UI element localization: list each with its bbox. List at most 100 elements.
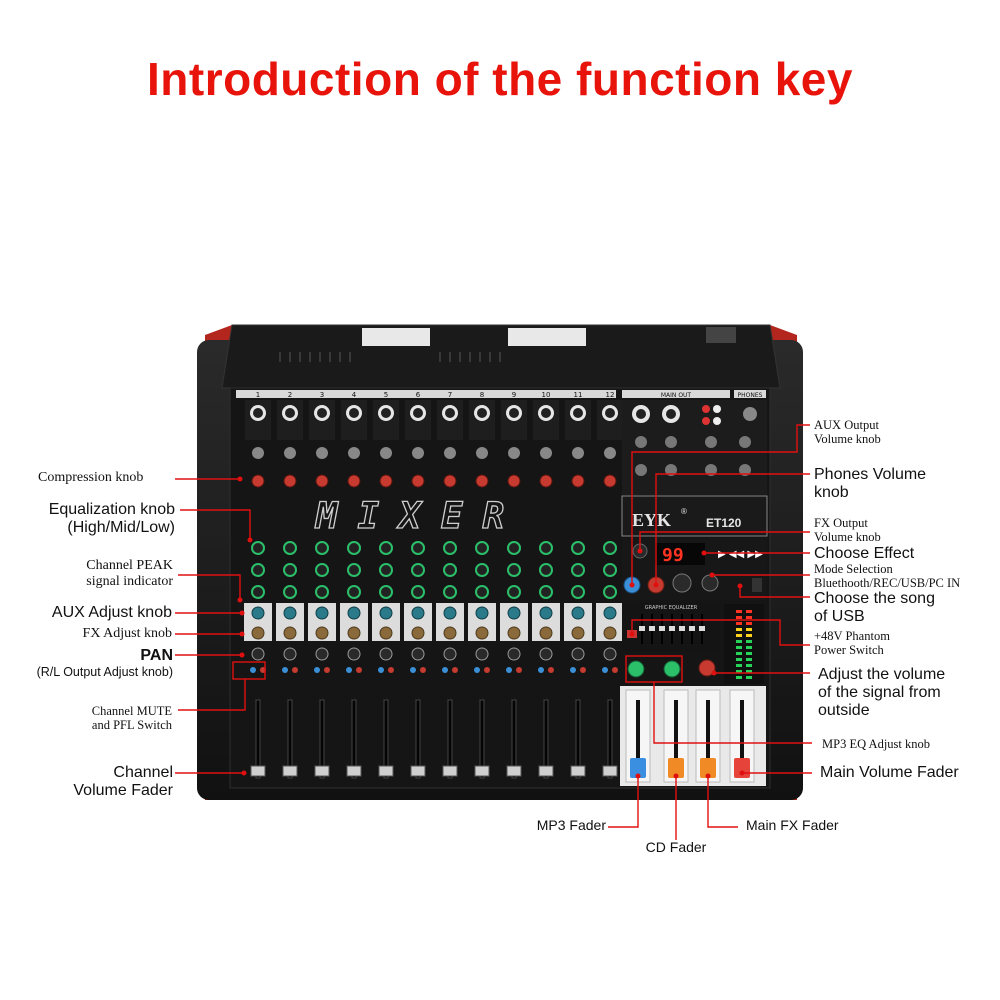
fx-knob — [251, 626, 265, 640]
meter-led — [746, 616, 752, 619]
eq-knob — [475, 563, 489, 577]
mute-switch — [442, 667, 448, 673]
transport-icons: ▶ ◀◀ ▶▶ — [718, 549, 763, 560]
eq-knob — [507, 563, 521, 577]
channel-fader-cap — [474, 765, 490, 777]
eq-knob — [379, 563, 393, 577]
fx-knob — [539, 626, 553, 640]
eq-knob — [347, 563, 361, 577]
pfl-switch — [324, 667, 330, 673]
channel-strip: 9 — [500, 391, 528, 779]
channel-number: 9 — [512, 391, 516, 399]
eq-knob — [315, 585, 329, 599]
pfl-switch — [484, 667, 490, 673]
pfl-switch — [452, 667, 458, 673]
eq-knob — [443, 541, 457, 555]
mute-switch — [410, 667, 416, 673]
main-xlr-outs — [632, 405, 680, 423]
label-mode-line1: Mode Selection — [814, 562, 893, 576]
rear-panel — [221, 324, 781, 389]
fader-track — [255, 699, 261, 779]
mute-switch — [282, 667, 288, 673]
mute-switch — [570, 667, 576, 673]
compression-knob — [283, 474, 297, 488]
xlr-jack-inner — [381, 408, 391, 418]
compression-knob — [475, 474, 489, 488]
main-out-text: MAIN OUT — [661, 392, 692, 399]
pfl-switch — [516, 667, 522, 673]
eq-knob — [411, 585, 425, 599]
eq-knob — [411, 563, 425, 577]
pan-knob — [539, 647, 553, 661]
rear-label-2 — [508, 328, 586, 346]
channel-fader-cap — [538, 765, 554, 777]
meter-led — [746, 628, 752, 631]
aux-output-knob-panel — [623, 576, 641, 594]
brand-model: ET120 — [706, 516, 742, 530]
fx-knob — [411, 626, 425, 640]
channel-strip: 7 — [436, 391, 464, 779]
meter-led — [746, 622, 752, 625]
handle — [706, 327, 736, 343]
label-phones-volume: Phones Volume knob — [814, 466, 926, 502]
mute-switch — [506, 667, 512, 673]
line-jack — [604, 447, 616, 459]
fader-track — [543, 699, 549, 779]
label-aux-output: AUX Output Volume knob — [814, 418, 881, 446]
pan-knob — [283, 647, 297, 661]
xlr-jack-inner — [445, 408, 455, 418]
label-mp3-fader: MP3 Fader — [536, 817, 606, 833]
label-equalization: Equalization knob (High/Mid/Low) — [20, 501, 175, 537]
compression-knob — [347, 474, 361, 488]
aux-knob — [443, 606, 457, 620]
label-channel-fader: Channel Volume Fader — [20, 764, 173, 800]
phantom-switch — [627, 630, 637, 638]
eq-knob — [571, 585, 585, 599]
label-aux-output-line2: Volume knob — [814, 432, 881, 446]
channel-fader-cap — [378, 765, 394, 777]
mute-switch — [314, 667, 320, 673]
line-jack — [540, 447, 552, 459]
label-song-line1: Choose the song — [814, 590, 935, 607]
line-jack — [380, 447, 392, 459]
eq-label: GRAPHIC EQUALIZER — [645, 605, 698, 611]
label-fader-line1: Channel — [113, 764, 173, 781]
eq-knob — [475, 541, 489, 555]
meter-led — [746, 676, 752, 679]
compression-knob — [315, 474, 329, 488]
channel-fader-cap — [442, 765, 458, 777]
label-pan-line2: (R/L Output Adjust knob) — [36, 664, 173, 679]
pan-knob — [571, 647, 585, 661]
label-fx-adjust: FX Adjust knob — [82, 626, 172, 641]
aux-knob — [411, 606, 425, 620]
label-equalization-line1: Equalization knob — [48, 501, 175, 518]
phones-jack — [743, 407, 757, 421]
aux-knob — [571, 606, 585, 620]
eq-knob — [507, 541, 521, 555]
channel-strip: 8 — [468, 391, 496, 779]
label-mp3-eq: MP3 EQ Adjust knob — [822, 737, 931, 751]
fader-track — [511, 699, 517, 779]
eq-knob — [411, 541, 425, 555]
fx-knob — [347, 626, 361, 640]
eq-knob — [283, 585, 297, 599]
label-adjust-volume: Adjust the volume of the signal from out… — [818, 666, 945, 720]
line-jack — [412, 447, 424, 459]
pfl-switch — [420, 667, 426, 673]
fx-knob — [507, 626, 521, 640]
meter-led — [736, 676, 742, 679]
rear-label — [362, 328, 430, 346]
fader-track — [575, 699, 581, 779]
label-mute: Channel MUTE and PFL Switch — [20, 704, 172, 732]
channel-strip: 4 — [340, 391, 368, 779]
eq-slider-cap — [699, 626, 705, 631]
fx-knob — [475, 626, 489, 640]
xlr-jack-inner — [509, 408, 519, 418]
aux-knob — [251, 606, 265, 620]
main-fader-cap — [700, 758, 716, 778]
pfl-switch — [356, 667, 362, 673]
main-fader-cap — [630, 758, 646, 778]
label-fx-output-line2: Volume knob — [814, 530, 881, 544]
label-peak: Channel PEAK signal indicator — [20, 558, 173, 589]
label-phantom-line1: +48V Phantom — [814, 629, 890, 643]
